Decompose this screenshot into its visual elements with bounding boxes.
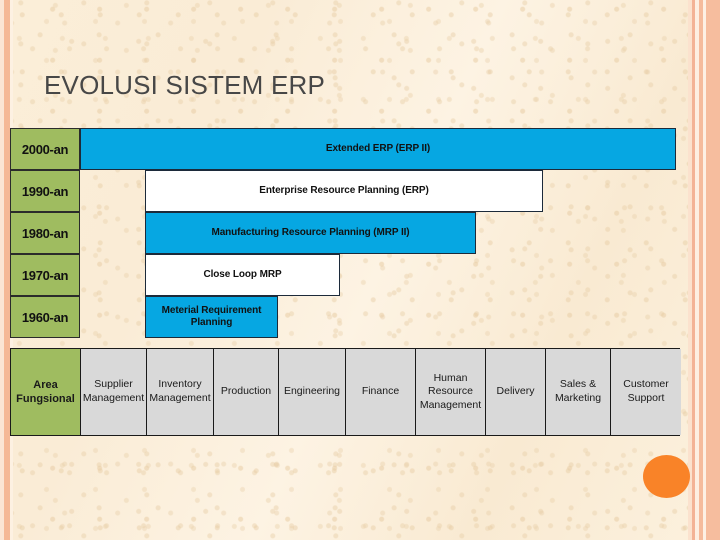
right-edge-band-5 bbox=[703, 0, 706, 540]
decade-cell: 2000-an bbox=[10, 128, 80, 170]
decade-cell: 1960-an bbox=[10, 296, 80, 338]
functional-area-cell: Supplier Management bbox=[81, 349, 147, 435]
era-bar: Manufacturing Resource Planning (MRP II) bbox=[145, 212, 476, 254]
right-edge-band-2 bbox=[692, 0, 695, 540]
right-edge-band-3 bbox=[695, 0, 699, 540]
functional-area-cell: Inventory Management bbox=[147, 349, 214, 435]
right-edge-band-6 bbox=[706, 0, 720, 540]
functional-area-cell: Engineering bbox=[279, 349, 346, 435]
functional-area-header: Area Fungsional bbox=[11, 349, 81, 435]
decade-cell: 1970-an bbox=[10, 254, 80, 296]
left-edge-band-accent bbox=[4, 0, 10, 540]
decorative-orange-dot bbox=[643, 455, 690, 498]
functional-area-cell: Production bbox=[214, 349, 279, 435]
functional-area-cell: Delivery bbox=[486, 349, 546, 435]
page-title: EVOLUSI SISTEM ERP bbox=[44, 70, 326, 100]
era-bar: Extended ERP (ERP II) bbox=[80, 128, 676, 170]
functional-area-cell: Sales & Marketing bbox=[546, 349, 611, 435]
era-bar: Meterial Requirement Planning bbox=[145, 296, 278, 338]
functional-area-cell: Human Resource Management bbox=[416, 349, 486, 435]
right-edge-band-4 bbox=[699, 0, 703, 540]
era-bar: Enterprise Resource Planning (ERP) bbox=[145, 170, 543, 212]
decade-cell: 1980-an bbox=[10, 212, 80, 254]
right-edge-band-1 bbox=[688, 0, 692, 540]
era-bar: Close Loop MRP bbox=[145, 254, 340, 296]
decade-cell: 1990-an bbox=[10, 170, 80, 212]
left-edge-band-outer bbox=[0, 0, 4, 540]
functional-area-cell: Customer Support bbox=[611, 349, 681, 435]
functional-area-cell: Finance bbox=[346, 349, 416, 435]
